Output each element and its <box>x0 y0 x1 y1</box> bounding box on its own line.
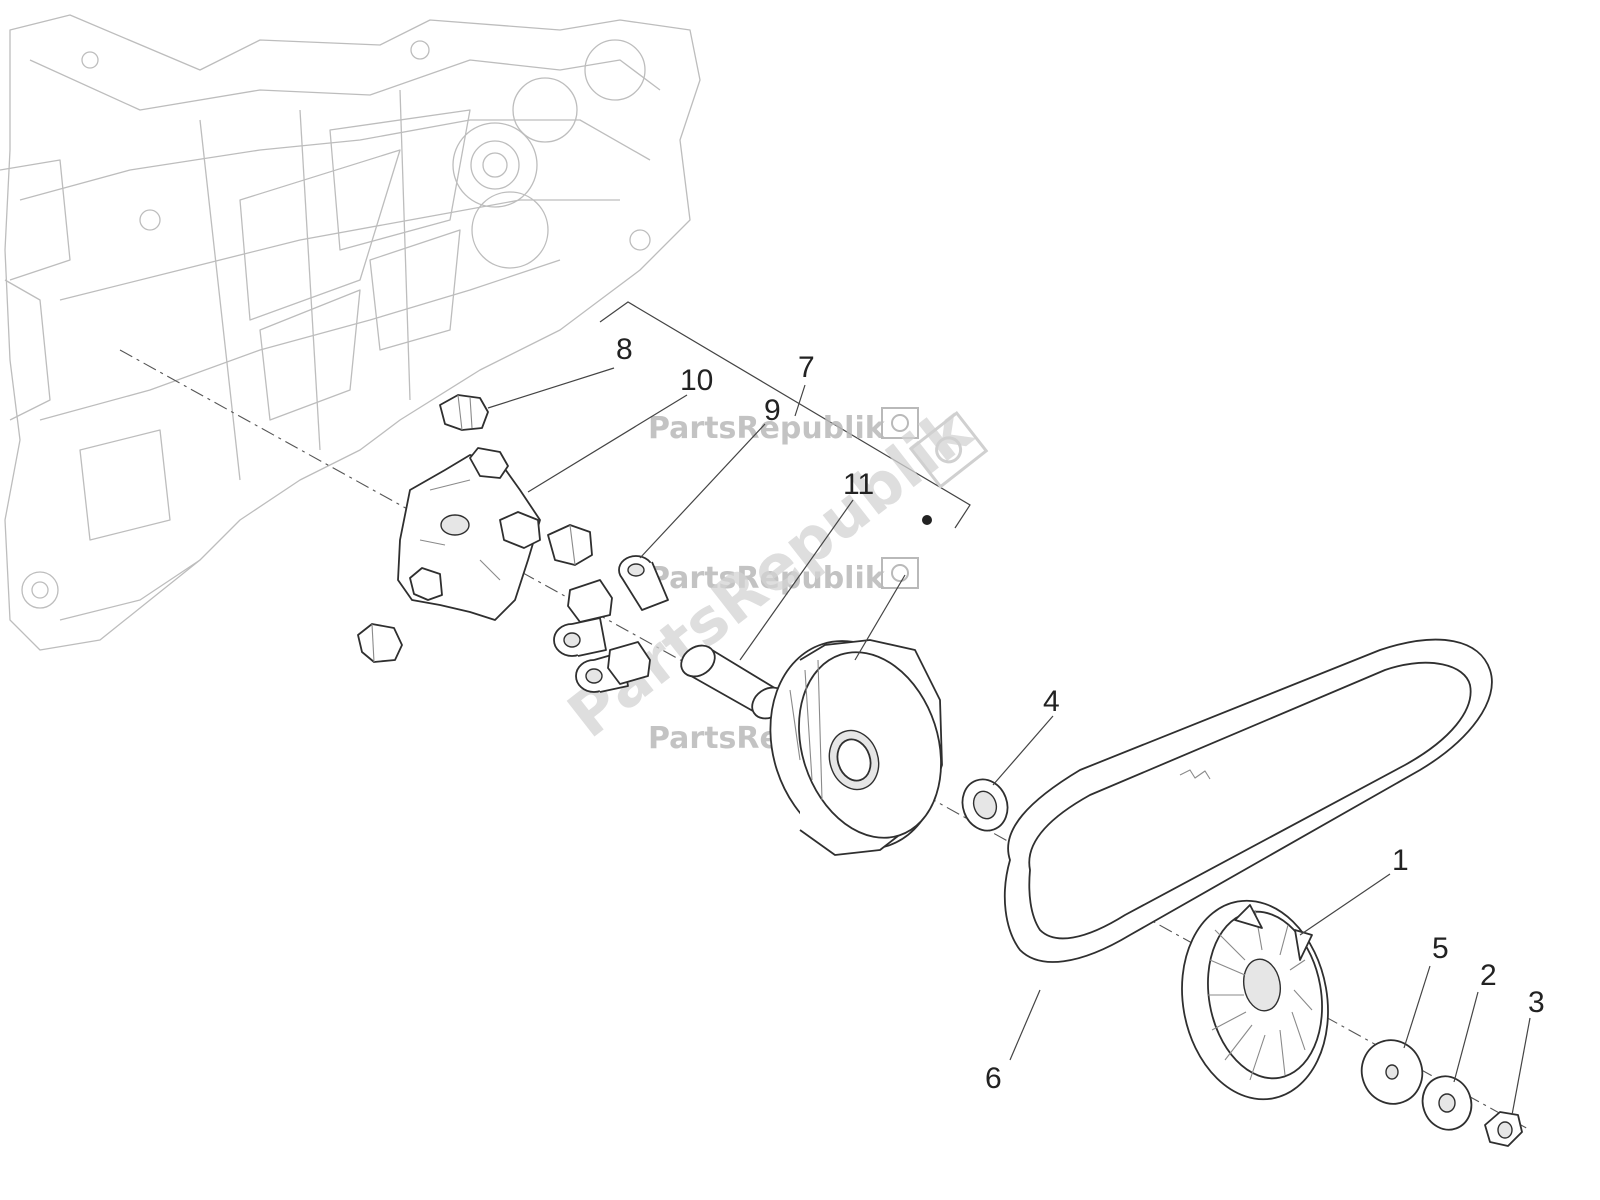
watermark-text: PartsRepublik <box>648 411 886 446</box>
watermark-icon <box>881 407 919 439</box>
callout-8: 8 <box>616 333 633 366</box>
slider-piece-upper <box>439 394 489 431</box>
belleville-washer <box>1421 1075 1473 1131</box>
variator-pulley <box>769 639 943 856</box>
flat-washer <box>1360 1039 1424 1105</box>
slider-block <box>547 524 593 566</box>
slider-piece-lower <box>357 623 403 663</box>
hex-nut <box>1484 1111 1523 1147</box>
drive-belt <box>1003 638 1493 963</box>
roller-weight <box>607 641 651 685</box>
callout-7: 7 <box>798 351 815 384</box>
bushing <box>618 555 669 611</box>
callout-3: 3 <box>1528 986 1545 1019</box>
marker-dot <box>922 515 932 525</box>
roller-weight <box>567 579 613 623</box>
watermark-icon <box>881 557 919 589</box>
seal-ring <box>961 778 1009 832</box>
callout-4: 4 <box>1043 685 1060 718</box>
fan-pulley <box>1181 899 1329 1101</box>
callout-1: 1 <box>1392 844 1409 877</box>
callout-2: 2 <box>1480 959 1497 992</box>
crankcase-housing <box>0 14 701 651</box>
watermark-icon <box>908 410 989 489</box>
callout-10: 10 <box>680 364 713 397</box>
leader-lines <box>487 367 1531 1116</box>
roller-weight <box>553 617 607 657</box>
watermark-text: PartsRepublik <box>648 561 886 596</box>
ramp-plate <box>397 447 541 621</box>
callout-9: 9 <box>764 394 781 427</box>
callout-6: 6 <box>985 1062 1002 1095</box>
callout-11: 11 <box>843 468 874 501</box>
callout-5: 5 <box>1432 932 1449 965</box>
callout-labels: 1 2 3 4 5 6 7 8 9 10 11 <box>616 333 1545 1095</box>
